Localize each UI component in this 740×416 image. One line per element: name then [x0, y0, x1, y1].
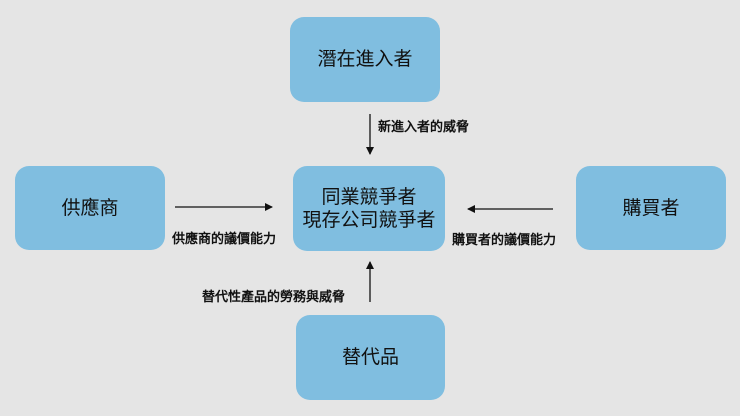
label-supplier-power: 供應商的議價能力 — [172, 232, 277, 247]
node-buyers: 購買者 — [576, 166, 726, 250]
node-industry-competitors: 同業競爭者 現存公司競爭者 — [293, 166, 445, 251]
label-substitute-threat: 替代性產品的勞務與威脅 — [202, 290, 346, 305]
label-new-entrants-threat: 新進入者的威脅 — [378, 120, 470, 135]
label-buyer-power: 購買者的議價能力 — [452, 233, 557, 248]
node-new-entrants-label: 潛在進入者 — [317, 48, 413, 71]
node-suppliers-label: 供應商 — [61, 196, 119, 219]
node-substitutes-label: 替代品 — [341, 346, 399, 369]
node-new-entrants: 潛在進入者 — [290, 17, 440, 102]
node-suppliers: 供應商 — [15, 166, 165, 250]
node-substitutes: 替代品 — [296, 315, 445, 400]
node-center-line2: 現存公司競爭者 — [302, 208, 436, 231]
node-center-line1: 同業競爭者 — [321, 185, 417, 208]
node-buyers-label: 購買者 — [622, 196, 680, 219]
